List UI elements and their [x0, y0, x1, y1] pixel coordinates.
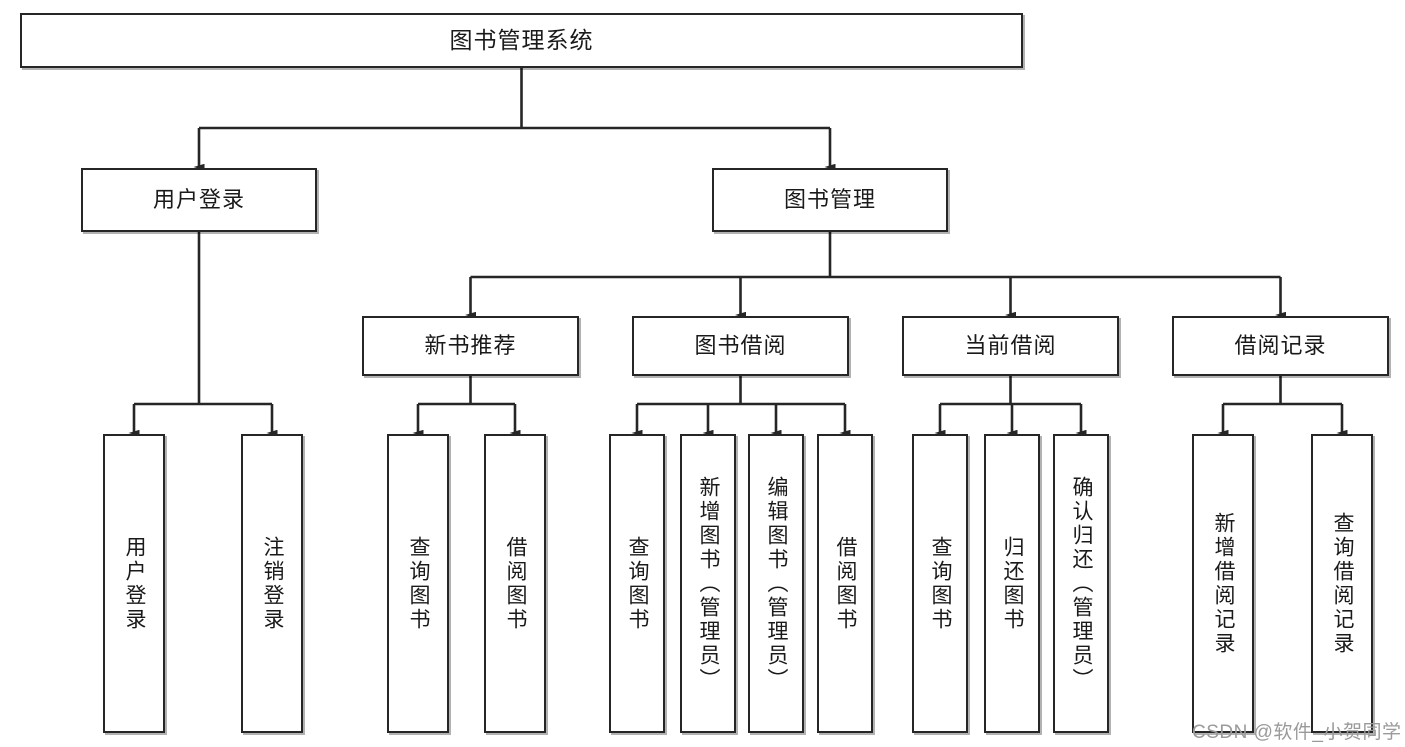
node-leaf-login[interactable]: 用户登录: [103, 434, 165, 733]
node-borrow[interactable]: 图书借阅: [632, 316, 849, 376]
node-bookmgmt[interactable]: 图书管理: [712, 168, 948, 232]
node-label: 查询图书: [626, 535, 650, 632]
node-root[interactable]: 图书管理系统: [20, 13, 1023, 68]
node-leaf-bk-borrow[interactable]: 借阅图书: [817, 434, 873, 733]
node-leaf-logout[interactable]: 注销登录: [241, 434, 303, 733]
node-leaf-rc-add[interactable]: 新增借阅记录: [1192, 434, 1254, 733]
node-label: 查询图书: [407, 535, 431, 632]
node-leaf-bk-add[interactable]: 新增图书（管理员）: [680, 434, 736, 733]
node-records[interactable]: 借阅记录: [1172, 316, 1389, 376]
node-leaf-cu-return[interactable]: 归还图书: [984, 434, 1040, 733]
node-leaf-cu-confirm[interactable]: 确认归还（管理员）: [1053, 434, 1109, 733]
node-leaf-nb-query[interactable]: 查询图书: [387, 434, 449, 733]
node-leaf-bk-query[interactable]: 查询图书: [609, 434, 665, 733]
node-label: 图书管理系统: [449, 27, 594, 54]
node-label: 借阅图书: [834, 535, 858, 632]
node-leaf-bk-edit[interactable]: 编辑图书（管理员）: [748, 434, 804, 733]
node-label: 新增借阅记录: [1212, 511, 1236, 656]
node-leaf-cu-query[interactable]: 查询图书: [912, 434, 968, 733]
node-label: 用户登录: [152, 187, 245, 213]
node-label: 用户登录: [123, 535, 147, 632]
node-label: 借阅记录: [1234, 333, 1327, 359]
node-newbook[interactable]: 新书推荐: [362, 316, 579, 376]
node-label: 图书管理: [783, 187, 876, 213]
node-label: 新书推荐: [424, 333, 517, 359]
node-label: 注销登录: [261, 535, 285, 632]
node-label: 编辑图书（管理员）: [765, 475, 789, 692]
node-label: 确认归还（管理员）: [1070, 475, 1094, 692]
node-label: 借阅图书: [504, 535, 528, 632]
node-label: 图书借阅: [694, 333, 787, 359]
node-login[interactable]: 用户登录: [81, 168, 317, 232]
node-label: 当前借阅: [964, 333, 1057, 359]
node-label: 新增图书（管理员）: [697, 475, 721, 692]
node-leaf-rc-query[interactable]: 查询借阅记录: [1311, 434, 1373, 733]
node-label: 查询借阅记录: [1331, 511, 1355, 656]
node-leaf-nb-borrow[interactable]: 借阅图书: [484, 434, 546, 733]
node-label: 归还图书: [1001, 535, 1025, 632]
csdn-watermark: CSDN @软件_小贺同学: [1192, 722, 1402, 743]
node-current[interactable]: 当前借阅: [902, 316, 1119, 376]
node-label: 查询图书: [929, 535, 953, 632]
